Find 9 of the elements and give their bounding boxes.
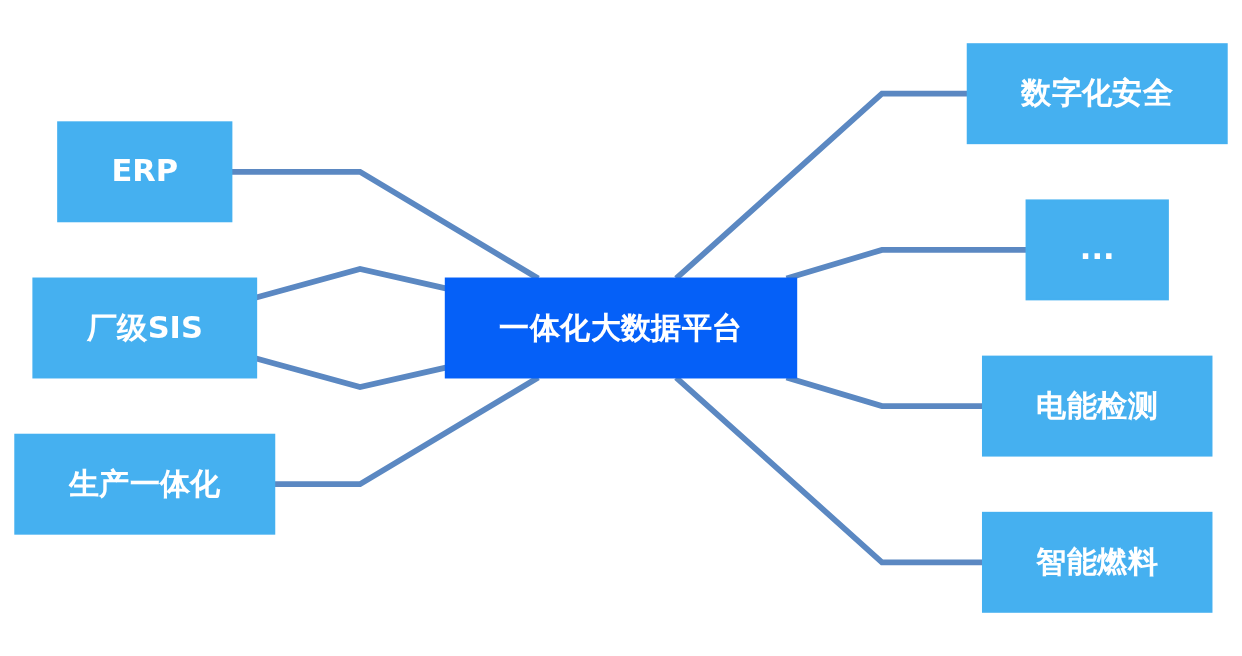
node-box: 数字化安全 bbox=[966, 43, 1228, 145]
connector bbox=[674, 375, 983, 566]
node-box: ERP bbox=[57, 121, 233, 223]
node-box: 一体化大数据平台 bbox=[444, 277, 798, 379]
node-box: 智能燃料 bbox=[981, 511, 1213, 613]
node-box: 生产一体化 bbox=[14, 433, 276, 535]
node-box: 电能检测 bbox=[981, 355, 1213, 457]
node-box: ... bbox=[1025, 199, 1169, 301]
node-box: 厂级SIS bbox=[32, 277, 258, 379]
